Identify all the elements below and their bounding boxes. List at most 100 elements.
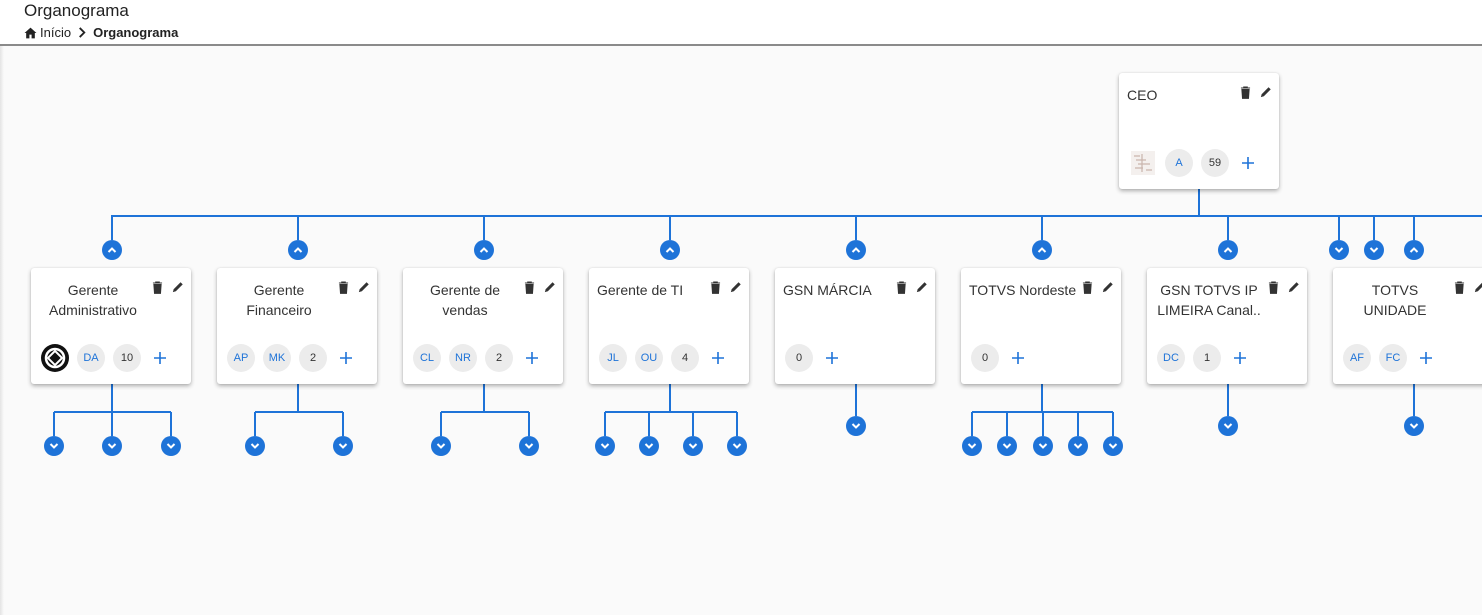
- collapse-toggle[interactable]: [1218, 240, 1238, 260]
- trash-icon[interactable]: [1080, 280, 1094, 294]
- card-footer: CL NR 2: [413, 344, 543, 372]
- plus-icon[interactable]: [1007, 344, 1029, 372]
- pencil-icon[interactable]: [1287, 280, 1301, 294]
- expand-toggle[interactable]: [997, 436, 1017, 456]
- member-avatar[interactable]: FC: [1379, 344, 1407, 372]
- expand-toggle[interactable]: [1218, 416, 1238, 436]
- member-avatar[interactable]: AP: [227, 344, 255, 372]
- trash-icon[interactable]: [336, 280, 350, 294]
- member-avatar[interactable]: A: [1165, 149, 1193, 177]
- expand-toggle[interactable]: [1103, 436, 1123, 456]
- pencil-icon[interactable]: [1259, 85, 1273, 99]
- expand-toggle[interactable]: [431, 436, 451, 456]
- trash-icon[interactable]: [1452, 280, 1466, 294]
- breadcrumb: Início Organograma: [24, 25, 178, 40]
- trash-icon[interactable]: [522, 280, 536, 294]
- plus-icon[interactable]: [149, 344, 171, 372]
- org-card-title-line: Financeiro: [246, 302, 312, 318]
- expand-toggle[interactable]: [846, 416, 866, 436]
- trash-icon[interactable]: [1266, 280, 1280, 294]
- member-avatar[interactable]: DA: [77, 344, 105, 372]
- chevron-down-icon: [688, 442, 698, 450]
- collapse-toggle[interactable]: [288, 240, 308, 260]
- pencil-icon[interactable]: [1101, 280, 1115, 294]
- card-actions: [894, 280, 929, 294]
- expand-toggle[interactable]: [1404, 416, 1424, 436]
- collapse-toggle[interactable]: [1032, 240, 1052, 260]
- left-edge-shadow: [0, 46, 4, 615]
- expand-toggle[interactable]: [683, 436, 703, 456]
- breadcrumb-home-label: Início: [40, 25, 72, 40]
- plus-icon[interactable]: [821, 344, 843, 372]
- expand-toggle[interactable]: [333, 436, 353, 456]
- trash-icon[interactable]: [150, 280, 164, 294]
- member-avatar[interactable]: CL: [413, 344, 441, 372]
- expand-toggle[interactable]: [639, 436, 659, 456]
- plus-icon[interactable]: [1229, 344, 1251, 372]
- member-count-badge: 2: [485, 344, 513, 372]
- expand-toggle[interactable]: [962, 436, 982, 456]
- expand-toggle[interactable]: [161, 436, 181, 456]
- pencil-icon[interactable]: [729, 280, 743, 294]
- expand-toggle[interactable]: [727, 436, 747, 456]
- org-card-title-line: vendas: [442, 302, 488, 318]
- expand-toggle[interactable]: [1364, 240, 1384, 260]
- collapse-toggle[interactable]: [660, 240, 680, 260]
- plus-icon[interactable]: [707, 344, 729, 372]
- expand-toggle[interactable]: [1068, 436, 1088, 456]
- chevron-down-icon: [1002, 442, 1012, 450]
- collapse-toggle[interactable]: [102, 240, 122, 260]
- card-actions: [1080, 280, 1115, 294]
- plus-icon[interactable]: [1237, 149, 1259, 177]
- breadcrumb-current: Organograma: [93, 25, 179, 40]
- collapse-toggle[interactable]: [474, 240, 494, 260]
- plus-icon[interactable]: [335, 344, 357, 372]
- member-avatar[interactable]: AF: [1343, 344, 1371, 372]
- member-avatar[interactable]: JL: [599, 344, 627, 372]
- org-card-title-line: Gerente: [67, 282, 119, 298]
- member-avatar[interactable]: MK: [263, 344, 291, 372]
- expand-toggle[interactable]: [44, 436, 64, 456]
- pencil-icon[interactable]: [543, 280, 557, 294]
- trash-icon[interactable]: [894, 280, 908, 294]
- breadcrumb-home-link[interactable]: Início: [24, 25, 71, 40]
- chevron-down-icon: [1073, 442, 1083, 450]
- plus-icon[interactable]: [1415, 344, 1437, 372]
- expand-toggle[interactable]: [102, 436, 122, 456]
- trash-icon[interactable]: [708, 280, 722, 294]
- pencil-icon[interactable]: [357, 280, 371, 294]
- chevron-down-icon: [1223, 422, 1233, 430]
- member-avatar[interactable]: OU: [635, 344, 663, 372]
- collapse-toggle[interactable]: [846, 240, 866, 260]
- expand-toggle[interactable]: [1329, 240, 1349, 260]
- app-header: Organograma Início Organograma: [0, 0, 1482, 46]
- pencil-icon[interactable]: [171, 280, 185, 294]
- member-avatar[interactable]: DC: [1157, 344, 1185, 372]
- plus-icon[interactable]: [521, 344, 543, 372]
- trash-icon[interactable]: [1238, 85, 1252, 99]
- expand-toggle[interactable]: [519, 436, 539, 456]
- expand-toggle[interactable]: [1033, 436, 1053, 456]
- pencil-icon[interactable]: [1473, 280, 1482, 294]
- member-count-badge: 4: [671, 344, 699, 372]
- chevron-up-icon: [1409, 246, 1419, 254]
- expand-toggle[interactable]: [245, 436, 265, 456]
- expand-toggle[interactable]: [595, 436, 615, 456]
- pencil-icon[interactable]: [915, 280, 929, 294]
- member-avatar[interactable]: NR: [449, 344, 477, 372]
- collapse-toggle[interactable]: [1404, 240, 1424, 260]
